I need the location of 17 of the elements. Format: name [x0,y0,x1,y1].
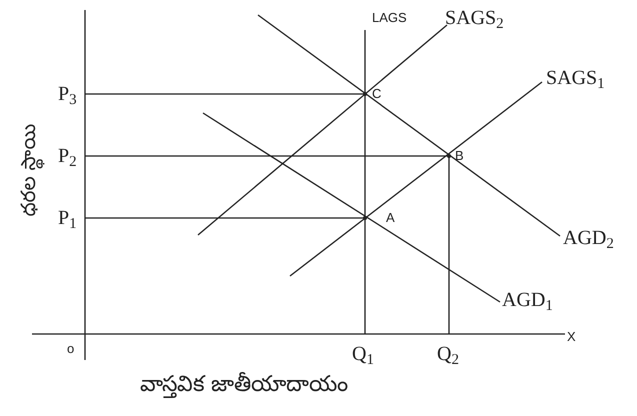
curve-label: LAGS [372,9,407,27]
curve-label: SAGS$_{2}$ [445,6,504,30]
axis-tick-label: Q$_{2}$ [437,342,459,366]
axis-tick-label: Q$_{1}$ [352,342,374,366]
axis-tick-label: P$_{3}$ [58,82,77,106]
axis-end-label: X [567,328,576,346]
axis-tick-label: P$_{1}$ [58,206,77,230]
axis-title: వాస్తవిక జాతీయాదాయం [140,371,348,400]
origin-label: o [67,340,74,358]
point-label: B [455,147,464,165]
point-label: C [372,85,382,103]
axis-tick-label: P$_{2}$ [58,144,77,168]
point-label: A [386,209,395,227]
axis-title: ధరల స్థాయి [13,123,43,217]
curve-label: AGD$_{2}$ [563,226,614,250]
curve-label: SAGS$_{1}$ [546,66,605,90]
curve-label: AGD$_{1}$ [502,288,553,312]
